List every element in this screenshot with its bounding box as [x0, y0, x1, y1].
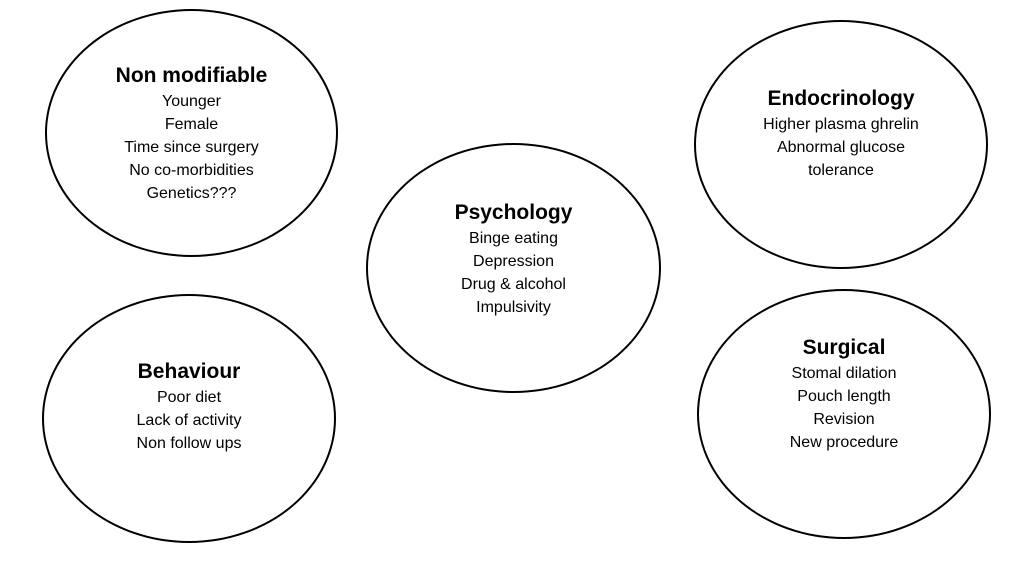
surgical-text: Surgical Stomal dilation Pouch length Re…: [699, 335, 989, 454]
behaviour-ellipse: Behaviour Poor diet Lack of activity Non…: [42, 294, 336, 543]
psychology-title: Psychology: [454, 201, 573, 224]
endocrinology-item: Abnormal glucose: [776, 139, 906, 156]
endocrinology-ellipse: Endocrinology Higher plasma ghrelin Abno…: [694, 20, 988, 269]
endocrinology-item: Higher plasma ghrelin: [763, 116, 919, 133]
psychology-item: Depression: [473, 253, 554, 270]
non-modifiable-title: Non modifiable: [115, 64, 268, 87]
surgical-item: Pouch length: [797, 388, 891, 405]
behaviour-item: Lack of activity: [136, 412, 242, 429]
behaviour-item: Poor diet: [156, 389, 222, 406]
psychology-item: Drug & alcohol: [461, 276, 566, 293]
behaviour-title: Behaviour: [137, 360, 241, 383]
surgical-item: Stomal dilation: [791, 365, 897, 382]
behaviour-item: Non follow ups: [136, 435, 242, 452]
non-modifiable-item: Younger: [161, 93, 222, 110]
surgical-title: Surgical: [802, 336, 886, 359]
psychology-text: Psychology Binge eating Depression Drug …: [368, 200, 659, 319]
psychology-item: Impulsivity: [476, 299, 551, 316]
non-modifiable-item: Female: [164, 116, 219, 133]
surgical-item: New procedure: [789, 434, 899, 451]
psychology-ellipse: Psychology Binge eating Depression Drug …: [366, 143, 661, 393]
non-modifiable-text: Non modifiable Younger Female Time since…: [47, 63, 336, 205]
surgical-ellipse: Surgical Stomal dilation Pouch length Re…: [697, 289, 991, 539]
non-modifiable-ellipse: Non modifiable Younger Female Time since…: [45, 9, 338, 257]
non-modifiable-item: No co-morbidities: [129, 162, 254, 179]
endocrinology-item: tolerance: [808, 162, 874, 179]
non-modifiable-item: Genetics???: [146, 185, 237, 202]
endocrinology-title: Endocrinology: [767, 87, 915, 110]
surgical-item: Revision: [813, 411, 875, 428]
non-modifiable-item: Time since surgery: [124, 139, 259, 156]
endocrinology-text: Endocrinology Higher plasma ghrelin Abno…: [696, 86, 986, 182]
psychology-item: Binge eating: [469, 230, 558, 247]
behaviour-text: Behaviour Poor diet Lack of activity Non…: [44, 359, 334, 455]
